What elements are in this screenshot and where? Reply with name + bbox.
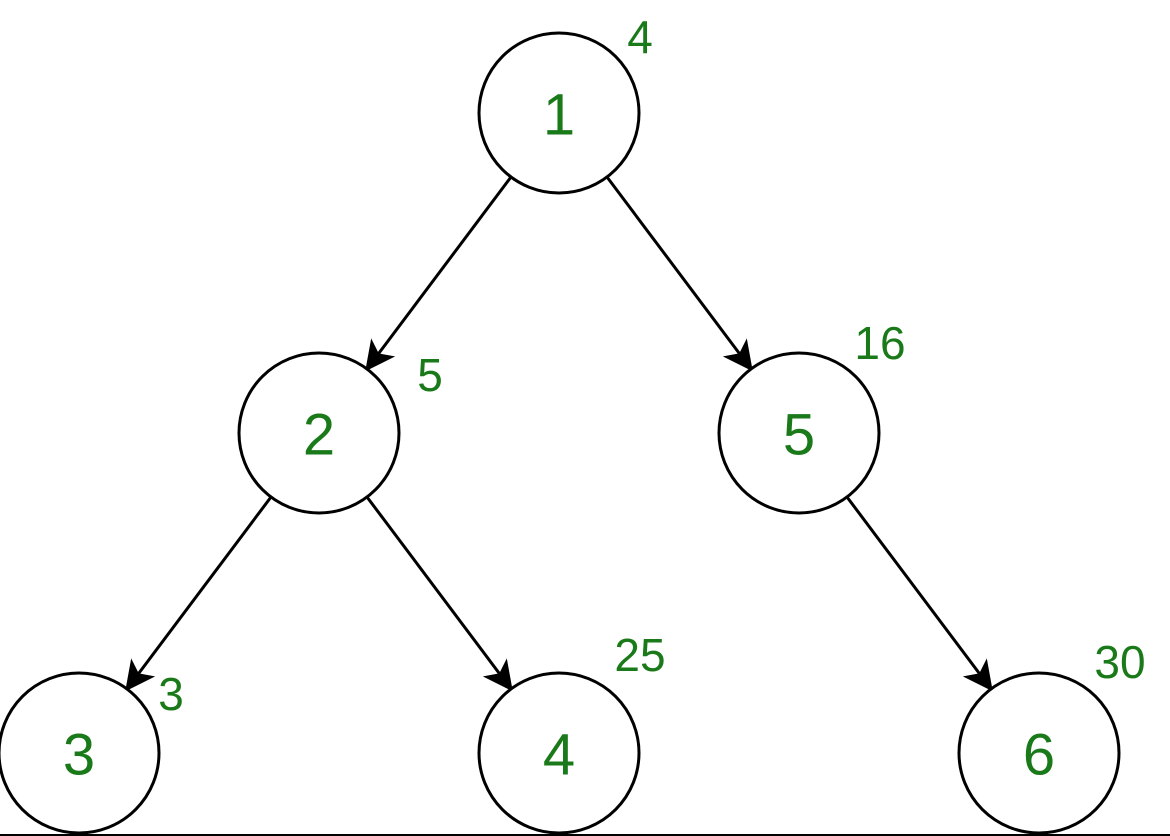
node-weight-label: 25: [614, 629, 665, 681]
tree-node-6: 6 30: [957, 636, 1146, 835]
edge-5-to-6: [845, 496, 993, 692]
node-label: 5: [783, 403, 815, 468]
tree-node-1: 14: [477, 11, 653, 195]
node-weight-label: 30: [1094, 636, 1145, 688]
node-label: 6: [1023, 723, 1055, 788]
node-weight-label: 16: [854, 317, 905, 369]
node-weight-label: 4: [627, 11, 653, 63]
tree-node-5: 5 16: [717, 317, 906, 515]
node-circle: [477, 671, 641, 835]
node-circle: [237, 351, 401, 515]
tree-node-4: 4 25: [477, 629, 666, 835]
node-label: 3: [63, 723, 95, 788]
node-circle: [717, 351, 881, 515]
node-label: 2: [303, 403, 335, 468]
edge-2-to-4: [365, 496, 513, 692]
node-weight-label: 3: [158, 668, 184, 720]
node-label: 4: [543, 723, 575, 788]
edge-2-to-3: [125, 496, 273, 692]
tree-node-2: 25: [237, 349, 443, 515]
node-weight-label: 5: [417, 349, 443, 401]
tree-node-3: 33: [0, 668, 184, 835]
node-label: 1: [543, 83, 575, 148]
edge-1-to-5: [605, 176, 753, 372]
edges: [125, 176, 993, 692]
edge-1-to-2: [365, 176, 513, 372]
node-circle: [477, 31, 641, 195]
node-circle: [0, 671, 161, 835]
node-circle: [957, 671, 1121, 835]
